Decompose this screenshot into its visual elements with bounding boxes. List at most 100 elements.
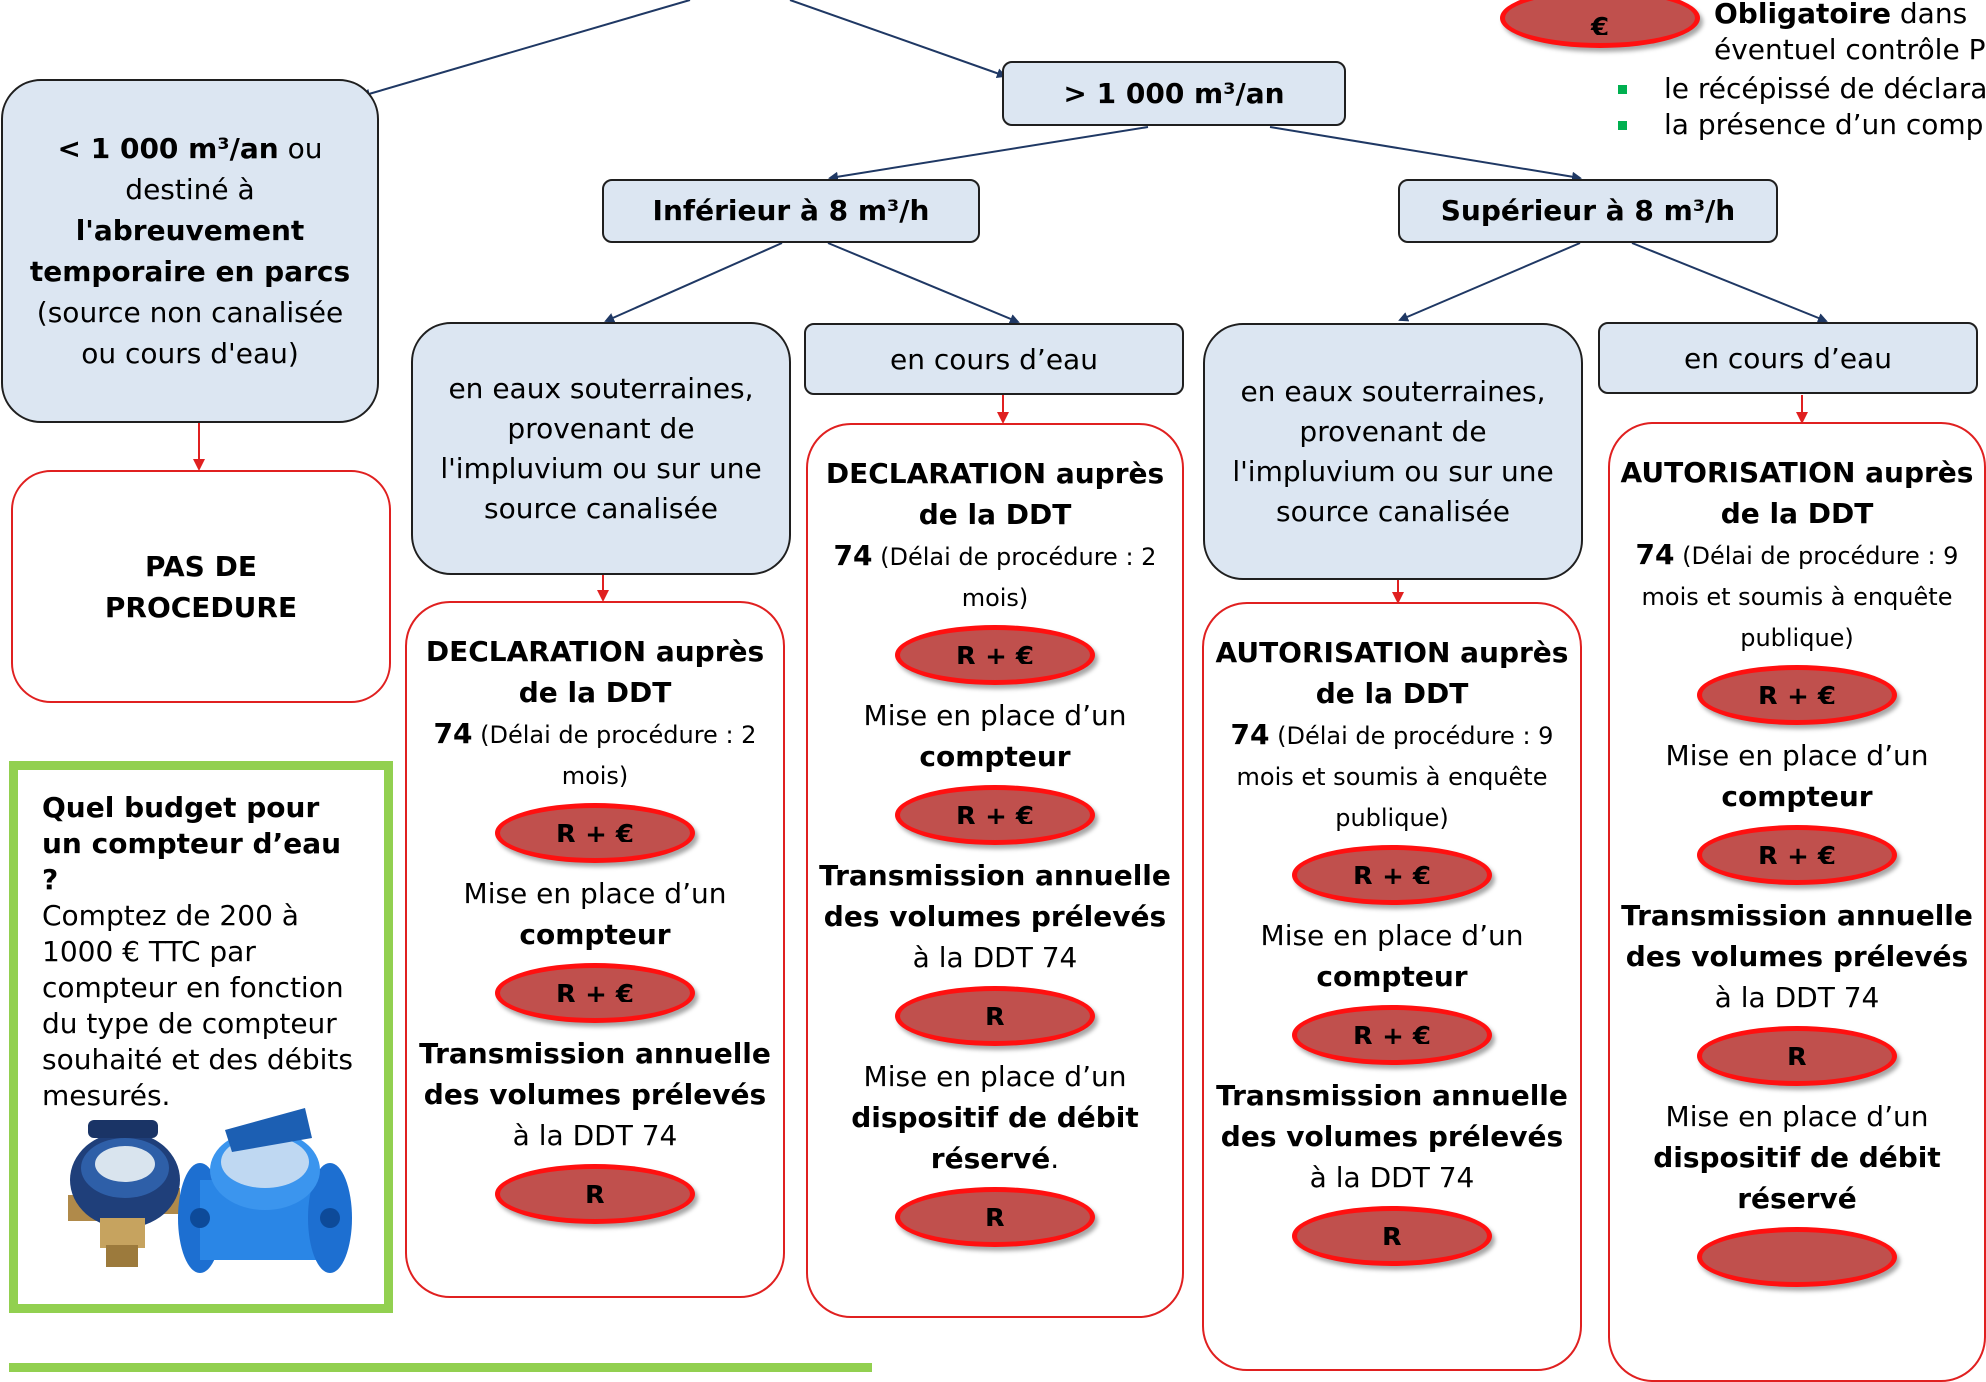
cours-eau-label: en cours d’eau: [1684, 341, 1892, 375]
period-text: .: [1050, 1142, 1060, 1175]
eaux-souterraines-label: en eaux souterraines, provenant de l'imp…: [440, 371, 762, 525]
cours-eau-label: en cours d’eau: [890, 342, 1098, 376]
superieur-node: Supérieur à 8 m³/h: [1398, 179, 1778, 243]
declaration-box-2: DECLARATION auprès de la DDT 74 (Délai de…: [806, 423, 1184, 1318]
transmission-text: Transmission annuelle des volumes prélev…: [819, 859, 1171, 933]
water-meter-illustration: [68, 1108, 352, 1273]
ddt-number: 74: [1230, 718, 1270, 751]
cours-eau-node-1: en cours d’eau: [804, 323, 1184, 395]
small-volume-ou: ou: [278, 132, 323, 165]
oval-label: R: [584, 1181, 606, 1203]
arrow-large-inferieur: [828, 126, 1149, 182]
declaration-title: DECLARATION auprès de la DDT: [425, 635, 765, 709]
bottom-green-bar: [9, 1363, 872, 1372]
eaux-souterraines-label: en eaux souterraines, provenant de l'imp…: [1232, 374, 1554, 528]
small-volume-abreuvement: l'abreuvement temporaire en parcs: [29, 214, 351, 288]
oval-label: R + €: [1758, 682, 1836, 704]
autorisation-title: AUTORISATION auprès de la DDT: [1620, 456, 1974, 530]
eaux-souterraines-node-1: en eaux souterraines, provenant de l'imp…: [411, 322, 791, 575]
oval-label: R: [1786, 1043, 1808, 1065]
oval-r-partial: [1697, 1227, 1897, 1287]
mise-en-place-text: Mise en place d’un: [863, 699, 1127, 732]
arrow-root-right: [789, 0, 1007, 79]
declaration-box-1: DECLARATION auprès de la DDT 74 (Délai de…: [405, 601, 785, 1298]
dans-text: dans: [1899, 0, 1968, 30]
a-la-ddt-text: à la DDT 74: [912, 941, 1078, 974]
oval-label: R: [1381, 1223, 1403, 1245]
small-volume-node: < 1 000 m³/an ou destiné à l'abreuvement…: [1, 79, 379, 423]
arrow-root-left: [360, 0, 691, 99]
arrow-inf-eaux: [604, 242, 783, 323]
mise-en-place-text: Mise en place d’un: [1665, 1100, 1929, 1133]
large-volume-node: > 1 000 m³/an: [1002, 61, 1346, 126]
delai-text: (Délai de procédure : 2 mois): [472, 721, 757, 790]
bullet-item-2: la présence d’un comp: [1664, 108, 1984, 141]
budget-question: Quel budget pour un compteur d’eau ?: [42, 791, 342, 896]
large-meter-icon: [178, 1108, 352, 1273]
oval-label: R + €: [956, 802, 1034, 824]
oval-label: R + €: [556, 980, 634, 1002]
oval-r-plus-euro: R + €: [895, 785, 1095, 845]
oval-r-plus-euro: R + €: [895, 625, 1095, 685]
mise-en-place-text: Mise en place d’un: [863, 1060, 1127, 1093]
oval-r-plus-euro: R + €: [1292, 845, 1492, 905]
cours-eau-node-2: en cours d’eau: [1598, 322, 1978, 394]
dispositif-text: dispositif de débit réservé: [851, 1101, 1139, 1175]
oval-label: R + €: [556, 820, 634, 842]
oval-label: R + €: [1353, 862, 1431, 884]
mise-en-place-text: Mise en place d’un: [463, 877, 727, 910]
compteur-text: compteur: [1316, 960, 1468, 993]
top-right-note: € Obligatoire dans éventuel contrôle P l…: [1492, 0, 1986, 145]
oval-r: R: [895, 1187, 1095, 1247]
mise-en-place-text: Mise en place d’un: [1665, 739, 1929, 772]
cost-oval-label: €: [1590, 13, 1610, 35]
oval-r-plus-euro: R + €: [495, 963, 695, 1023]
oval-label: R: [984, 1003, 1006, 1025]
eventuel-text: éventuel contrôle P: [1714, 33, 1986, 66]
obligatoire-text: Obligatoire: [1714, 0, 1891, 30]
a-la-ddt-text: à la DDT 74: [512, 1119, 678, 1152]
large-volume-label: > 1 000 m³/an: [1063, 76, 1285, 110]
arrow-large-superieur: [1269, 126, 1582, 182]
bullet-icon: [1618, 121, 1627, 130]
arrow-sup-cours: [1631, 242, 1828, 323]
small-volume-threshold: < 1 000 m³/an: [57, 132, 279, 165]
delai-text: (Délai de procédure : 2 mois): [872, 543, 1157, 612]
ddt-number: 74: [433, 717, 473, 750]
a-la-ddt-text: à la DDT 74: [1309, 1161, 1475, 1194]
oval-r-plus-euro: R + €: [495, 803, 695, 863]
oval-r-plus-euro: R + €: [1697, 825, 1897, 885]
transmission-text: Transmission annuelle des volumes prélev…: [1621, 899, 1973, 973]
oval-r: R: [1292, 1206, 1492, 1266]
eaux-souterraines-node-2: en eaux souterraines, provenant de l'imp…: [1203, 323, 1583, 580]
small-volume-destine: destiné à: [125, 173, 255, 206]
oval-label: R + €: [1758, 842, 1836, 864]
mise-en-place-text: Mise en place d’un: [1260, 919, 1524, 952]
oval-label: R + €: [1353, 1022, 1431, 1044]
oval-r: R: [1697, 1026, 1897, 1086]
budget-text: Comptez de 200 à 1000 € TTC par compteur…: [42, 899, 353, 1112]
compteur-text: compteur: [1721, 780, 1873, 813]
autorisation-title: AUTORISATION auprès de la DDT: [1215, 636, 1569, 710]
ddt-number: 74: [833, 539, 873, 572]
small-meter-icon: [68, 1120, 180, 1267]
arrow-inf-cours: [827, 242, 1020, 324]
pas-de-procedure-node: PAS DE PROCEDURE: [11, 470, 391, 703]
transmission-text: Transmission annuelle des volumes prélev…: [1216, 1079, 1568, 1153]
dispositif-text: dispositif de débit réservé: [1653, 1141, 1941, 1215]
delai-text: (Délai de procédure : 9 mois et soumis à…: [1236, 722, 1554, 832]
small-volume-source: (source non canalisée ou cours d'eau): [36, 296, 344, 370]
transmission-text: Transmission annuelle des volumes prélev…: [419, 1037, 771, 1111]
autorisation-box-1: AUTORISATION auprès de la DDT 74 (Délai d…: [1202, 602, 1582, 1371]
oval-r: R: [495, 1164, 695, 1224]
inferieur-label: Inférieur à 8 m³/h: [652, 194, 930, 227]
superieur-label: Supérieur à 8 m³/h: [1440, 194, 1736, 227]
compteur-text: compteur: [919, 740, 1071, 773]
inferieur-node: Inférieur à 8 m³/h: [602, 179, 980, 243]
compteur-text: compteur: [519, 918, 671, 951]
declaration-title: DECLARATION auprès de la DDT: [825, 457, 1165, 531]
arrow-sup-eaux: [1398, 242, 1581, 322]
oval-r: R: [895, 986, 1095, 1046]
